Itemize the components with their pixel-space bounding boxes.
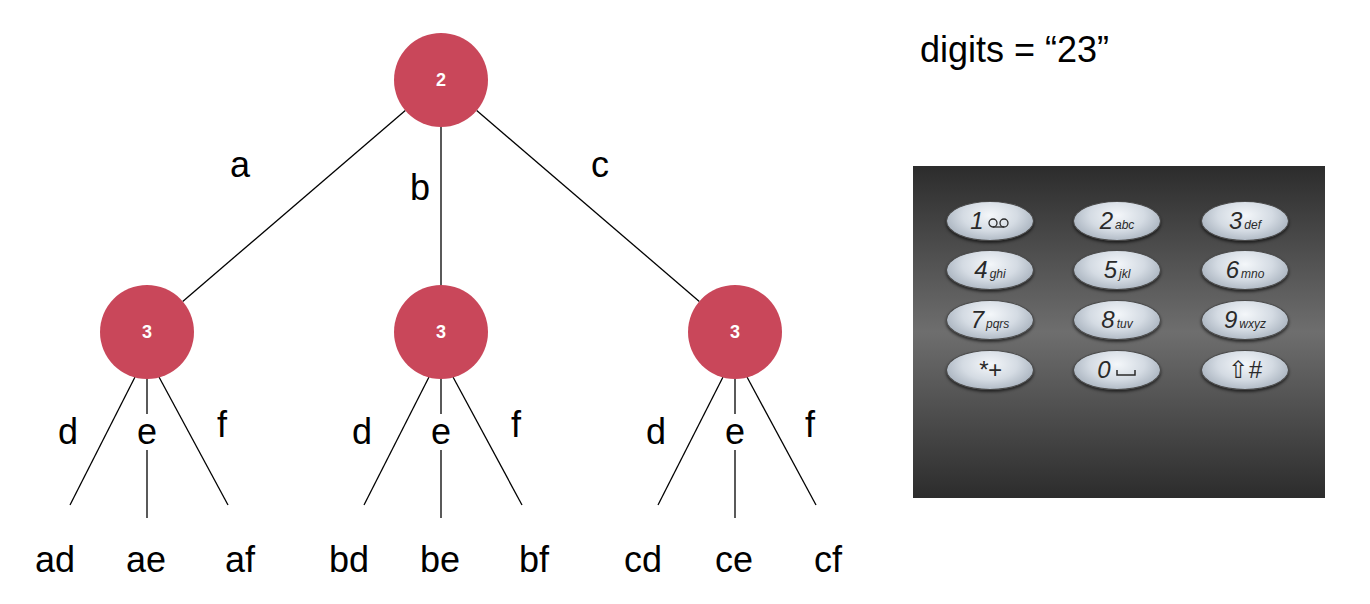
keypad-key: 7pqrs <box>946 300 1034 340</box>
key-digit: 9 <box>1224 308 1237 332</box>
key-letters: pqrs <box>986 318 1009 330</box>
tree-node-circle: 3 <box>394 285 488 379</box>
tree-node-circle: 2 <box>394 33 488 127</box>
branch-letter: d <box>350 414 374 450</box>
key-digit: 2 <box>1100 209 1113 233</box>
key-digit: 0 <box>1097 358 1110 382</box>
key-letters: wxyz <box>1239 318 1266 330</box>
key-letters: mno <box>1241 268 1264 280</box>
keypad-key: *+ <box>946 350 1034 390</box>
branch-letter: e <box>723 414 747 450</box>
branch-letter: f <box>803 407 817 443</box>
input-caption: digits = “23” <box>918 32 1111 68</box>
branch-letter: e <box>135 414 159 450</box>
combination-result: af <box>223 542 257 578</box>
key-letters: tuv <box>1117 318 1133 330</box>
tree-node-circle: 3 <box>100 285 194 379</box>
key-digit: 8 <box>1101 308 1114 332</box>
branch-letter: d <box>644 414 668 450</box>
key-digit: 1 <box>970 209 983 233</box>
node-digit: 3 <box>436 323 446 341</box>
keypad-key: 0 <box>1073 350 1161 390</box>
combination-result: ad <box>33 542 77 578</box>
keypad-key: 2abc <box>1073 201 1161 241</box>
tree-edge <box>477 111 700 302</box>
edge-letter: c <box>589 147 611 183</box>
key-letters: ghi <box>990 268 1006 280</box>
node-digit: 3 <box>730 323 740 341</box>
key-icon <box>988 216 1010 230</box>
branch-letter: f <box>215 407 229 443</box>
combination-result: ae <box>124 542 168 578</box>
branch-letter: e <box>429 414 453 450</box>
key-icon <box>1115 365 1137 379</box>
leader-lines <box>70 377 816 518</box>
keypad-key: ⇧# <box>1201 350 1289 390</box>
branch-letter: d <box>56 414 80 450</box>
tree-node-circle: 3 <box>688 285 782 379</box>
key-digit: 3 <box>1229 209 1242 233</box>
keypad-key: 4ghi <box>946 250 1034 290</box>
combination-result: bd <box>327 542 371 578</box>
edge-letter: b <box>408 170 432 206</box>
keypad-key: 9wxyz <box>1201 300 1289 340</box>
keypad-key: 8tuv <box>1073 300 1161 340</box>
combination-result: be <box>418 542 462 578</box>
key-digit: *+ <box>978 358 1001 382</box>
keypad-key: 1 <box>946 201 1034 241</box>
combination-result: ce <box>713 542 755 578</box>
keypad-key: 3def <box>1201 201 1289 241</box>
key-letters: def <box>1244 219 1261 231</box>
node-digit: 2 <box>436 71 446 89</box>
key-letters: abc <box>1115 219 1134 231</box>
key-digit: ⇧# <box>1228 358 1261 382</box>
branch-letter: f <box>509 407 523 443</box>
key-letters: jkl <box>1119 268 1130 280</box>
combination-result: bf <box>517 542 551 578</box>
edge-letter: a <box>228 147 252 183</box>
keypad-key: 5jkl <box>1073 250 1161 290</box>
tree-edge <box>183 111 406 302</box>
keypad-panel <box>913 166 1325 498</box>
key-digit: 4 <box>974 258 987 282</box>
tree-edge <box>440 127 441 285</box>
key-digit: 7 <box>971 308 984 332</box>
keypad-key: 6mno <box>1201 250 1289 290</box>
combination-result: cd <box>622 542 664 578</box>
key-digit: 6 <box>1226 258 1239 282</box>
key-digit: 5 <box>1104 258 1117 282</box>
combination-result: cf <box>812 542 844 578</box>
node-digit: 3 <box>142 323 152 341</box>
